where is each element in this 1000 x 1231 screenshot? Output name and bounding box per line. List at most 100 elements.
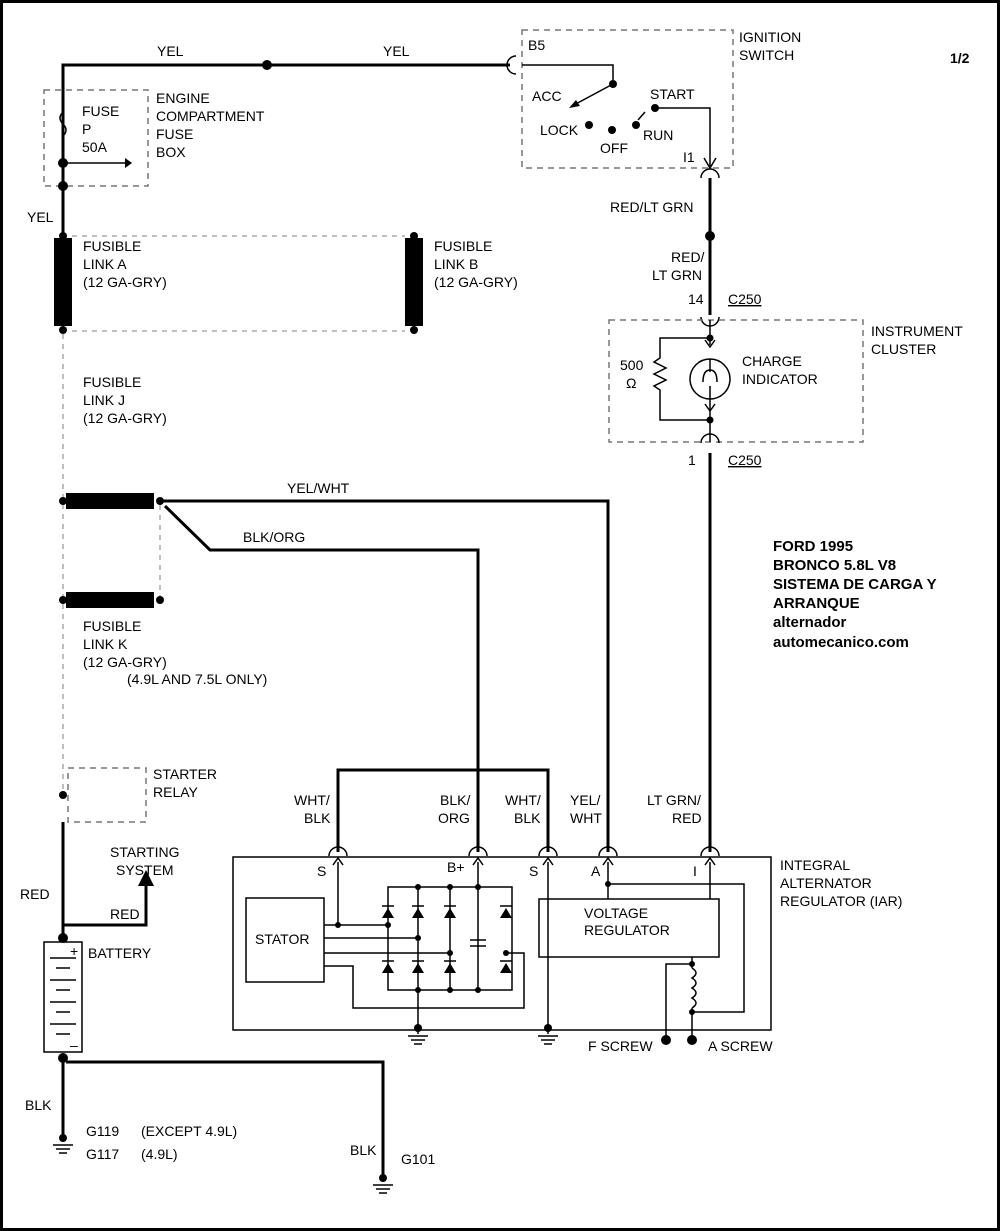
wire-label-red-1: RED — [20, 886, 50, 902]
starter-relay — [67, 767, 147, 823]
ground-g101-icon — [373, 1174, 393, 1194]
ignition-pos-acc: ACC — [532, 88, 562, 104]
regulator-internal-wiring — [538, 862, 745, 1045]
fuse-box-label-4: BOX — [156, 144, 186, 160]
instrument-cluster-label-1: INSTRUMENT — [871, 323, 963, 339]
instrument-cluster-label-2: CLUSTER — [871, 341, 936, 357]
ground-g119-icon — [53, 1134, 73, 1154]
blk-ground-wire-g101 — [66, 1060, 385, 1178]
connector-pin-14: 14 — [688, 291, 704, 307]
fusible-link-k-label-4: (4.9L AND 7.5L ONLY) — [127, 671, 267, 687]
ground-g117-label: G117 — [86, 1146, 119, 1162]
integral-alternator-regulator — [232, 856, 772, 1031]
title-line-1: FORD 1995 — [773, 538, 853, 555]
fusible-link-a-label-1: FUSIBLE — [83, 238, 141, 254]
alt-wire-wht-blk-2-line-1: WHT/ — [505, 792, 541, 808]
fusible-link-a-label-2: LINK A — [83, 256, 127, 272]
yel-wht-wire — [160, 499, 610, 852]
ignition-i1-connector — [700, 168, 720, 179]
wire-label-blk-org: BLK/ORG — [243, 529, 305, 545]
stator-label: STATOR — [255, 931, 309, 947]
title-line-2: BRONCO 5.8L V8 — [773, 557, 896, 574]
fusible-link-k-label-1: FUSIBLE — [83, 618, 141, 634]
alt-wire-wht-blk-1-line-2: BLK — [304, 810, 331, 826]
battery-label: BATTERY — [88, 945, 152, 961]
voltage-regulator-label-1: VOLTAGE — [584, 905, 648, 921]
ground-g101-label: G101 — [401, 1151, 435, 1167]
ground-g119-label: G119 — [86, 1123, 119, 1139]
charge-indicator-circuit — [652, 320, 731, 442]
fusible-link-b — [405, 238, 423, 326]
wire-label-blk-1: BLK — [25, 1097, 52, 1113]
instrument-cluster — [608, 319, 864, 443]
alternator-label-3: REGULATOR (IAR) — [780, 893, 902, 909]
alt-terminal-i: I — [693, 863, 697, 879]
alt-wire-yel-wht-line-2: WHT — [570, 810, 602, 826]
fusible-link-b-label-2: LINK B — [434, 256, 478, 272]
voltage-regulator-label-2: REGULATOR — [584, 922, 670, 938]
ignition-pos-start: START — [650, 86, 695, 102]
fusible-link-a-label-3: (12 GA-GRY) — [83, 274, 167, 290]
connector-c250-bottom: C250 — [728, 452, 762, 468]
fuse-box-label-1: ENGINE — [156, 90, 210, 106]
wire-label-yel-3: YEL — [27, 209, 54, 225]
fusible-link-b-label-3: (12 GA-GRY) — [434, 274, 518, 290]
wire-label-yel-2: YEL — [383, 43, 410, 59]
wire-label-yel-wht: YEL/WHT — [287, 480, 350, 496]
title-line-3: SISTEMA DE CARGA Y — [773, 576, 937, 593]
fuse-box-label-3: FUSE — [156, 126, 193, 142]
wire-label-red-2: RED — [110, 906, 140, 922]
fusible-link-j-label-2: LINK J — [83, 392, 125, 408]
alternator-terminal-connectors — [328, 846, 720, 866]
ignition-pos-off: OFF — [600, 140, 628, 156]
title-line-6: automecanico.com — [773, 634, 909, 651]
blk-org-wire — [163, 504, 480, 852]
alt-wire-blk-org-line-2: ORG — [438, 810, 470, 826]
battery-minus-label: – — [70, 1037, 78, 1053]
title-line-4: ARRANQUE — [773, 595, 860, 612]
a-screw-label: A SCREW — [708, 1038, 773, 1054]
battery-symbol — [43, 933, 83, 1063]
ignition-terminal-b5: B5 — [528, 37, 545, 53]
wire-label-yel-1: YEL — [157, 43, 184, 59]
ground-g117-note: (4.9L) — [141, 1146, 178, 1162]
starter-relay-label-1: STARTER — [153, 766, 217, 782]
c250-pin1-connector — [700, 433, 720, 444]
alt-wire-wht-blk-2-line-2: BLK — [514, 810, 541, 826]
starting-system-label-2: SYSTEM — [116, 862, 174, 878]
alt-wire-lt-grn-red-line-2: RED — [672, 810, 702, 826]
ignition-switch-contacts — [522, 64, 717, 170]
alt-terminal-s2: S — [529, 863, 538, 879]
alt-wire-wht-blk-1-line-1: WHT/ — [294, 792, 330, 808]
alt-wire-lt-grn-red-line-1: LT GRN/ — [647, 792, 701, 808]
ignition-switch-label-1: IGNITION — [739, 29, 801, 45]
title-line-5: alternador — [773, 614, 847, 631]
fuse-label-line-3: 50A — [82, 139, 108, 155]
voltage-regulator — [538, 898, 720, 958]
fusible-link-a — [54, 238, 72, 326]
fusible-link-j-label-3: (12 GA-GRY) — [83, 410, 167, 426]
yel-feed-wire — [61, 55, 517, 188]
f-screw-label: F SCREW — [588, 1038, 653, 1054]
wire-label-red-lt-grn-split-1: RED/ — [671, 249, 705, 265]
wht-blk-jumper-wire — [336, 768, 550, 852]
charge-indicator-label-2: INDICATOR — [742, 371, 818, 387]
connector-pin-1: 1 — [688, 452, 696, 468]
fuse-box-label-2: COMPARTMENT — [156, 108, 265, 124]
wire-label-red-lt-grn-split-2: LT GRN — [652, 267, 702, 283]
alt-terminal-s1: S — [317, 863, 326, 879]
engine-compartment-fuse-box — [43, 89, 149, 187]
ignition-pos-lock: LOCK — [540, 122, 579, 138]
fuse-label-line-1: FUSE — [82, 103, 119, 119]
connector-c250-top: C250 — [728, 291, 762, 307]
ignition-pos-run: RUN — [643, 127, 673, 143]
starting-system-label-1: STARTING — [110, 844, 180, 860]
fusible-link-k-label-2: LINK K — [83, 636, 128, 652]
fusible-link-yel-wht — [66, 493, 154, 509]
alternator-label-2: ALTERNATOR — [780, 875, 872, 891]
starting-system-arrow-icon — [138, 870, 154, 886]
alt-terminal-a: A — [591, 863, 601, 879]
fusible-link-k — [66, 592, 154, 608]
